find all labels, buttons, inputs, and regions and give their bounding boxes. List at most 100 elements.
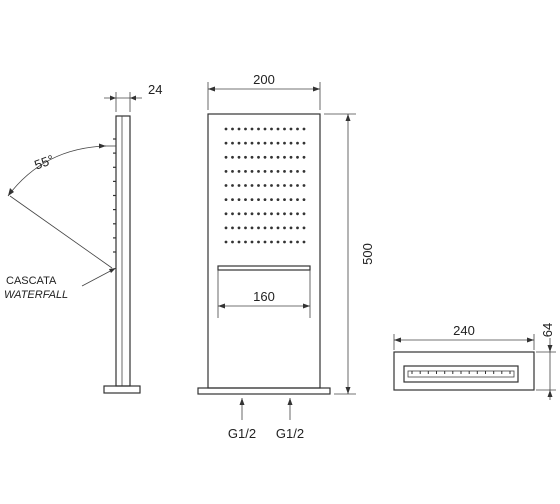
nozzle-dot (244, 240, 247, 244)
nozzle-dot (296, 184, 299, 187)
nozzle-dot (224, 212, 228, 216)
nozzle-dot (257, 226, 260, 230)
nozzle-dot (250, 226, 254, 230)
nozzle-dot (250, 184, 254, 187)
nozzle-dot (231, 155, 234, 159)
nozzle-dot (302, 155, 306, 159)
angle-spray-line (9, 195, 113, 269)
nozzle-dot (237, 141, 241, 145)
nozzle-dot (276, 170, 280, 173)
nozzle-dot (257, 212, 260, 216)
nozzle-dot (289, 141, 293, 145)
nozzle-dot (231, 184, 234, 187)
outlet-width-label: 160 (253, 289, 275, 304)
waterfall-outlet (217, 265, 311, 271)
angle-arc (7, 145, 107, 197)
nozzle-dot (283, 141, 286, 145)
nozzle-dot (250, 170, 254, 173)
nozzle-dot (263, 198, 267, 202)
top-depth-label: 64 (540, 323, 555, 337)
nozzle-dot (244, 141, 247, 145)
nozzle-dot (250, 240, 254, 244)
nozzle-dot (257, 141, 260, 145)
nozzle-dot (283, 170, 286, 173)
nozzle-dot (231, 170, 234, 173)
nozzle-dot (244, 212, 247, 216)
nozzle-dot (263, 226, 267, 230)
nozzle-dot (237, 184, 241, 187)
side-view: 24 55° CASCATA WATERFALL (4, 82, 162, 394)
nozzle-dot (257, 240, 260, 244)
nozzle-dot (289, 127, 293, 131)
nozzle-dot (289, 184, 293, 187)
connection-left-label: G1/2 (228, 426, 256, 441)
angle-label: 55° (32, 152, 56, 173)
side-nozzle-ticks (113, 138, 116, 253)
nozzle-dot (270, 240, 273, 244)
nozzle-dot (257, 184, 260, 187)
nozzle-dot (289, 212, 293, 216)
nozzle-dot (296, 240, 299, 244)
nozzle-dot (263, 155, 267, 159)
nozzle-dot (276, 141, 280, 145)
nozzle-grid (224, 127, 306, 244)
nozzle-dot (224, 226, 228, 230)
nozzle-dot (224, 184, 228, 187)
connection-right-arrow (287, 398, 293, 405)
nozzle-dot (257, 127, 260, 131)
nozzle-dot (296, 226, 299, 230)
nozzle-dot (296, 141, 299, 145)
front-width-label: 200 (253, 72, 275, 87)
nozzle-dot (244, 226, 247, 230)
height-arrow-bottom (345, 387, 351, 394)
nozzle-dot (263, 212, 267, 216)
front-view: 160 200 500 G1/2 G1/2 (197, 72, 375, 441)
nozzle-dot (302, 226, 306, 230)
side-base-plate (103, 385, 141, 394)
nozzle-dot (270, 141, 273, 145)
nozzle-dot (283, 184, 286, 187)
side-depth-label: 24 (148, 82, 162, 97)
front-width-arrow-left (208, 86, 215, 92)
nozzle-dot (270, 198, 273, 202)
nozzle-dot (237, 198, 241, 202)
nozzle-dot (250, 127, 254, 131)
nozzle-dot (289, 198, 293, 202)
waterfall-label-en: WATERFALL (4, 289, 68, 301)
nozzle-dot (296, 198, 299, 202)
nozzle-dot (270, 212, 273, 216)
nozzle-dot (263, 141, 267, 145)
side-depth-arrow-left (110, 95, 116, 101)
top-view-outline (393, 351, 535, 391)
nozzle-dot (296, 170, 299, 173)
nozzle-dot (302, 212, 306, 216)
nozzle-dot (263, 127, 267, 131)
nozzle-dot (296, 127, 299, 131)
nozzle-dot (276, 184, 280, 187)
nozzle-dot (270, 127, 273, 131)
height-label: 500 (360, 243, 375, 265)
nozzle-dot (237, 240, 241, 244)
nozzle-dot (276, 240, 280, 244)
nozzle-dot (237, 155, 241, 159)
height-arrow-top (345, 114, 351, 121)
front-panel (207, 113, 321, 389)
nozzle-dot (250, 212, 254, 216)
nozzle-dot (231, 141, 234, 145)
nozzle-dot (283, 198, 286, 202)
nozzle-dot (224, 198, 228, 202)
side-depth-arrow-right (130, 95, 136, 101)
angle-arrow-bottom (8, 188, 14, 196)
nozzle-dot (302, 198, 306, 202)
outlet-arrow-left (218, 303, 225, 309)
nozzle-dot (302, 184, 306, 187)
nozzle-dot (276, 127, 280, 131)
nozzle-dot (270, 184, 273, 187)
nozzle-dot (283, 212, 286, 216)
nozzle-dot (224, 170, 228, 173)
nozzle-dot (302, 141, 306, 145)
nozzle-dot (283, 127, 286, 131)
nozzle-dot (257, 155, 260, 159)
waterfall-leader-arrow (109, 268, 116, 273)
front-width-arrow-right (313, 86, 320, 92)
